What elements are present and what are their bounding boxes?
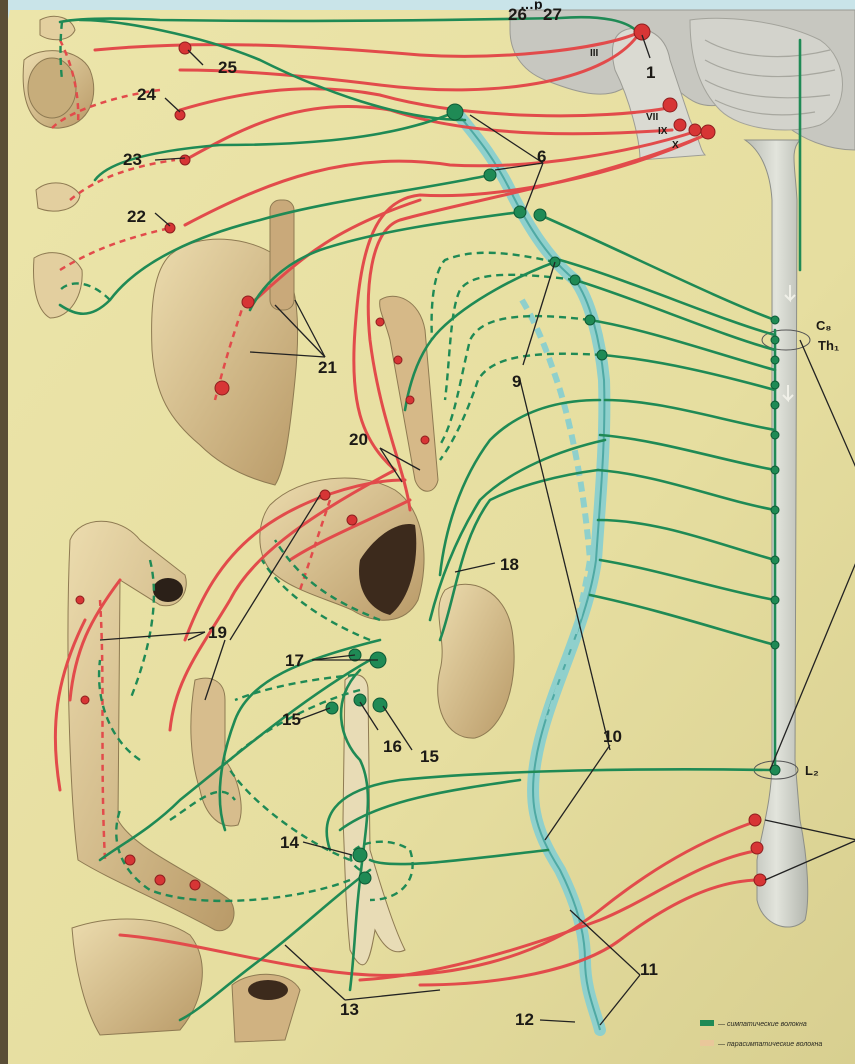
spinal-level-l2: L₂ <box>805 763 819 778</box>
eye-pupil <box>28 58 76 118</box>
label-23: 23 <box>123 150 142 169</box>
label-16: 16 <box>383 737 402 756</box>
label-21: 21 <box>318 358 337 377</box>
label-17: 17 <box>285 651 304 670</box>
rectum-lumen <box>248 980 288 1000</box>
cranial-nerve-iii: III <box>590 48 599 59</box>
label-13: 13 <box>340 1000 359 1019</box>
cranial-nerve-ix: IX <box>658 126 668 137</box>
colon-lumen <box>153 578 183 602</box>
spinal-level-th1: Th₁ <box>818 338 839 353</box>
label-6: 6 <box>537 147 546 166</box>
cranial-nerve-vii: VII <box>646 112 658 123</box>
label-20: 20 <box>349 430 368 449</box>
label-11: 11 <box>640 960 658 979</box>
label-9: 9 <box>512 372 521 391</box>
label-19: 19 <box>208 623 227 642</box>
legend-swatch-sympathetic <box>700 1020 714 1026</box>
cranial-nerve-x: X <box>672 140 679 151</box>
label-27: 27 <box>543 5 562 24</box>
label-22: 22 <box>127 207 146 226</box>
poster-top-band <box>8 0 855 10</box>
label-26: 26 <box>508 5 527 24</box>
legend-sympathetic: — симпатические волокна <box>717 1021 807 1028</box>
poster-left-edge <box>0 0 8 1064</box>
legend-swatch-parasympathetic <box>700 1040 714 1046</box>
label-15-left: 15 <box>282 710 301 729</box>
label-18: 18 <box>500 555 519 574</box>
label-15-right: 15 <box>420 747 439 766</box>
label-10: 10 <box>603 727 622 746</box>
label-12: 12 <box>515 1010 534 1029</box>
label-14: 14 <box>280 833 299 852</box>
spinal-level-c8: C₈ <box>816 318 831 333</box>
label-25: 25 <box>218 58 237 77</box>
label-1: 1 <box>646 63 655 82</box>
legend-parasympathetic: — парасимпатические волокна <box>717 1041 822 1048</box>
label-24: 24 <box>137 85 156 104</box>
